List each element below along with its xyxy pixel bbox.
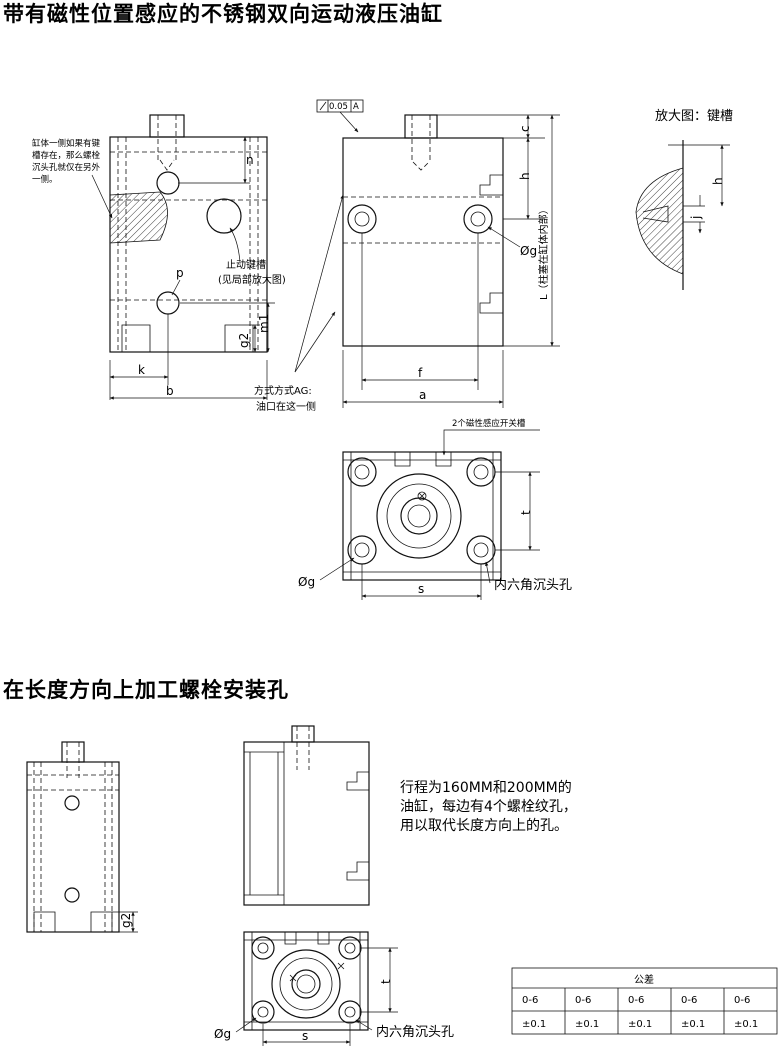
label-m1: m1 (257, 314, 271, 333)
section2-title: 在长度方向上加工螺栓安装孔 (3, 678, 289, 702)
sec2-label-t: t (379, 979, 393, 984)
tolerance-value-3: ±0.1 (628, 1019, 652, 1030)
thread-note-line-3: 用以取代长度方向上的孔。 (400, 818, 568, 834)
tolerance-value-5: ±0.1 (734, 1019, 758, 1030)
port-callout-line-1: 方式方式AG: (254, 384, 312, 397)
end-label-s: s (418, 582, 424, 596)
label-c: c (518, 125, 532, 132)
end-socket-label: 内六角沉头孔 (494, 577, 572, 593)
countersink-note: 缸体一侧如果有键 槽存在，那么螺栓 沉头孔就仅在另外 一侧。 (32, 138, 101, 185)
label-p: p (176, 266, 184, 280)
detail-label-j: j (689, 216, 703, 220)
tolerance-value-2: ±0.1 (575, 1019, 599, 1030)
tolerance-table: 公差 0-6 0-6 0-6 0-6 0-6 ±0.1 ±0.1 ±0.1 ±0… (511, 967, 778, 1035)
port-callout-line-2: 油口在这一侧 (256, 400, 316, 413)
detail-label-h: h (711, 177, 725, 185)
tolerance-datum: A (353, 102, 359, 112)
side-view: n p m1 g2 k b 缸体一侧如果有键 槽存在，那么螺栓 沉头孔就仅在另外… (32, 114, 286, 400)
tolerance-range-5: 0-6 (734, 995, 750, 1006)
end-view: 2个磁性感应开关槽 t s Øg 内六角沉头孔 (298, 418, 572, 600)
keyway-callout-line-2: (见局部放大图) (218, 273, 286, 286)
tolerance-value-1: ±0.1 (522, 1019, 546, 1030)
detail-title: 放大图：键槽 (655, 109, 733, 124)
keyway-detail: 放大图：键槽 h j (635, 109, 733, 290)
note-line-2: 槽存在，那么螺栓 (32, 150, 101, 161)
sec2-label-dia-g: Øg (214, 1027, 231, 1041)
switch-slot-callout: 2个磁性感应开关槽 (452, 418, 526, 429)
side-view-long-bolt: g2 (26, 741, 138, 933)
thread-note-line-2: 油缸，每边有4个螺栓纹孔， (400, 798, 577, 815)
label-dia-g: Øg (520, 244, 537, 258)
tolerance-header: 公差 (634, 973, 654, 986)
label-k: k (138, 363, 145, 377)
front-view: 0.05 A c h L（柱塞在缸体内部） Øg f a 方式方式AG: 油口在… (254, 99, 560, 413)
tolerance-range-2: 0-6 (575, 995, 591, 1006)
thread-note-line-1: 行程为160MM和200MM的 (400, 780, 572, 796)
end-label-dia-g: Øg (298, 575, 315, 589)
sec2-socket-label: 内六角沉头孔 (376, 1024, 454, 1040)
sec2-label-g2: g2 (119, 913, 133, 928)
tolerance-value: 0.05 (329, 102, 348, 112)
label-n: n (246, 153, 254, 167)
note-line-4: 一侧。 (32, 174, 58, 185)
label-h: h (518, 172, 532, 180)
end-view-long-bolt: t s Øg 内六角沉头孔 (214, 931, 454, 1046)
label-f: f (418, 366, 423, 380)
section1-title: 带有磁性位置感应的不锈钢双向运动液压油缸 (3, 2, 443, 26)
keyway-callout-line-1: 止动键槽 (226, 258, 266, 271)
label-b: b (166, 384, 174, 398)
note-line-3: 沉头孔就仅在另外 (32, 162, 101, 173)
label-length: L（柱塞在缸体内部） (537, 204, 550, 300)
label-g2: g2 (237, 333, 251, 348)
thread-note: 行程为160MM和200MM的 油缸，每边有4个螺栓纹孔， 用以取代长度方向上的… (400, 780, 577, 834)
label-a: a (419, 388, 426, 402)
front-view-long-bolt (243, 725, 370, 906)
tolerance-range-3: 0-6 (628, 995, 644, 1006)
tolerance-range-1: 0-6 (522, 995, 538, 1006)
end-label-t: t (519, 510, 533, 515)
note-line-1: 缸体一侧如果有键 (32, 138, 101, 149)
tolerance-value-4: ±0.1 (681, 1019, 705, 1030)
tolerance-range-4: 0-6 (681, 995, 697, 1006)
sec2-label-s: s (302, 1029, 308, 1043)
